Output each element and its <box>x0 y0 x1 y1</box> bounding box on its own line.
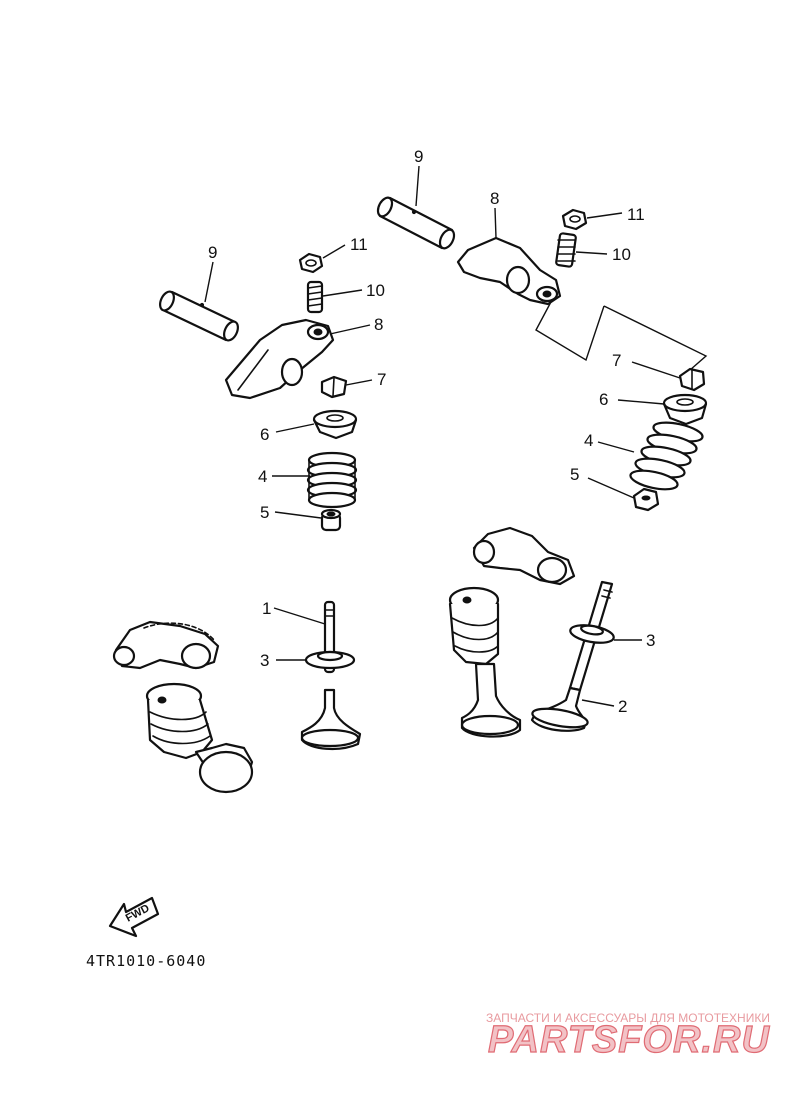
valve-seat-right <box>632 487 660 512</box>
callout-seal-left: 3 <box>260 651 269 670</box>
valve-spring-assembled-lower-left <box>145 682 214 760</box>
spring-retainer-left <box>312 409 358 440</box>
valve-seat-left <box>320 508 342 532</box>
rocker-assembly-lower-left <box>112 620 220 670</box>
rocker-shaft-left <box>159 290 239 342</box>
callout-seat-left: 5 <box>260 503 269 522</box>
spring-retainer-right <box>662 393 708 426</box>
callout-retainer-right: 6 <box>599 390 608 409</box>
valve-stem-seal-center <box>304 650 356 670</box>
callout-valve-intake: 1 <box>262 599 271 618</box>
valve-stem-seal-right <box>569 624 615 644</box>
rocker-arm-right <box>456 236 562 306</box>
callout-rocker-left: 8 <box>374 315 383 334</box>
valve-spring-right <box>629 421 704 491</box>
watermark-brand: PARTSFOR.RU <box>488 1019 770 1061</box>
exhaust-valve <box>530 580 614 732</box>
valve-spring-assembled-lower-right <box>448 586 500 666</box>
intake-valve <box>300 600 362 750</box>
assembly-bracket-lines <box>535 299 708 371</box>
callout-spring-left: 4 <box>258 467 267 486</box>
locknut-left <box>298 252 324 274</box>
valve-head-lower-right <box>460 662 522 738</box>
callout-shaft-right: 9 <box>414 147 423 166</box>
callout-nut-right: 11 <box>627 205 645 224</box>
diagram-code: 4TR1010-6040 <box>86 952 206 970</box>
callout-spring-right: 4 <box>584 431 593 450</box>
adjuster-screw-left <box>306 280 324 314</box>
rocker-arm-left <box>224 318 335 400</box>
callout-retainer-left: 6 <box>260 425 269 444</box>
watermark-subtitle: ЗАПЧАСТИ И АКСЕССУАРЫ ДЛЯ МОТОТЕХНИКИ <box>486 1011 770 1025</box>
rocker-shaft-right <box>376 196 456 250</box>
callout-seal-right: 3 <box>646 631 655 650</box>
valve-cotter-right <box>678 367 706 392</box>
callout-cotter-right: 7 <box>612 351 621 370</box>
callout-cotter-left: 7 <box>377 370 386 389</box>
callout-adjuster-left: 10 <box>366 281 385 300</box>
rocker-assembly-lower-right <box>472 526 576 586</box>
locknut-right <box>561 208 588 231</box>
callout-rocker-right: 8 <box>490 189 499 208</box>
callout-valve-exhaust: 2 <box>618 697 627 716</box>
forward-arrow-icon: FWD <box>108 896 160 938</box>
valve-head-lower-left <box>194 742 254 794</box>
callout-shaft-left: 9 <box>208 243 217 262</box>
callout-nut-left: 11 <box>350 235 368 254</box>
valve-spring-left <box>306 451 358 509</box>
adjuster-screw-right <box>555 232 577 268</box>
callout-seat-right: 5 <box>570 465 579 484</box>
callout-adjuster-right: 10 <box>612 245 631 264</box>
valve-cotter-left <box>320 375 348 399</box>
